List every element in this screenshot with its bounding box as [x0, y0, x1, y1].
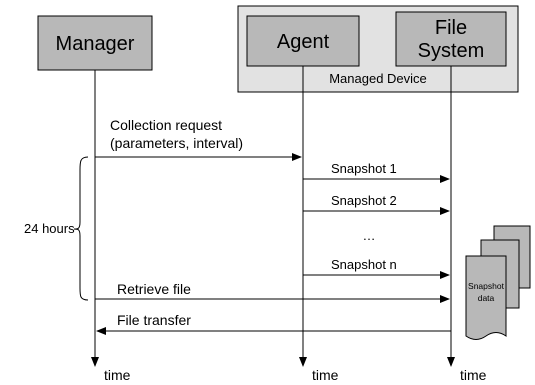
interval-brace [73, 156, 89, 301]
manager-box [37, 15, 153, 71]
manager-label: Manager [56, 33, 135, 55]
manager-time-label: time [104, 367, 131, 383]
file-system-time-label: time [460, 367, 487, 383]
snapshot-data-label-line2: data [478, 293, 495, 303]
agent-time-label: time [312, 367, 339, 383]
file-transfer-label: File transfer [117, 312, 191, 328]
snapshot-document-front [465, 255, 507, 340]
file-system-label-line2: System [418, 40, 485, 62]
agent-label: Agent [277, 31, 330, 53]
snapshot-1-label: Snapshot 1 [331, 161, 397, 176]
snapshot-n-label: Snapshot n [331, 257, 397, 272]
collection-request-label-line1: Collection request [110, 117, 222, 133]
file-system-label-line1: File [435, 17, 467, 39]
file-system-box [395, 11, 507, 67]
interval-label: 24 hours [24, 221, 75, 236]
retrieve-file-label: Retrieve file [117, 281, 191, 297]
snapshot-data-label-line1: Snapshot [468, 281, 505, 291]
managed-device-label: Managed Device [329, 71, 427, 86]
snapshot-data-stack: Snapshot data [465, 225, 531, 340]
snapshot-ellipsis: … [363, 228, 376, 243]
collection-request-label-line2: (parameters, interval) [110, 135, 243, 151]
agent-box [246, 15, 360, 67]
snapshot-2-label: Snapshot 2 [331, 193, 397, 208]
